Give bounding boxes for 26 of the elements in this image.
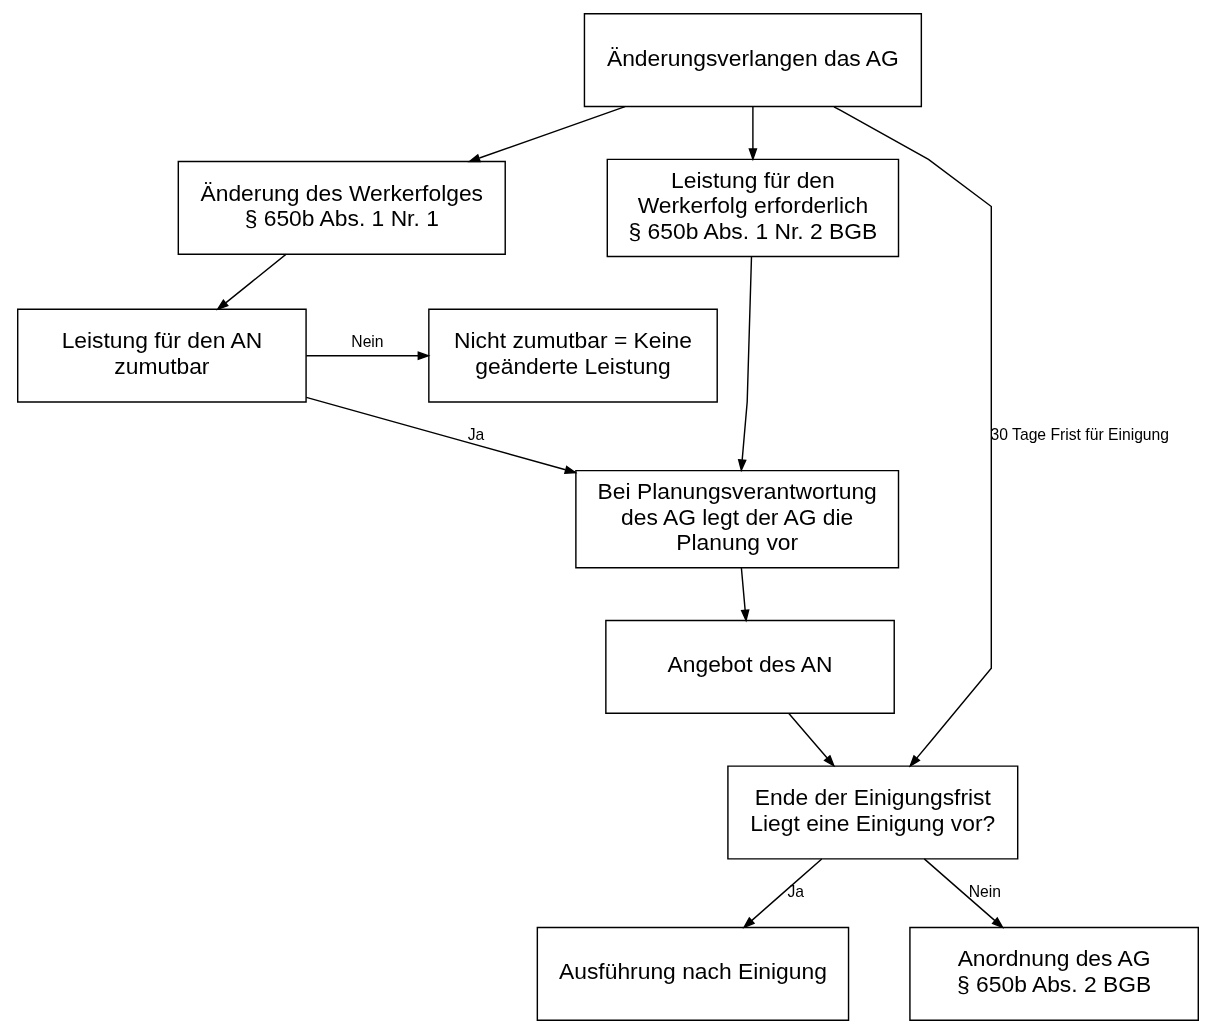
arrow: [305, 351, 430, 361]
arrow: [466, 105, 626, 163]
edge-label: Nein: [968, 883, 1001, 901]
node-box: Änderungsverlangen das AG: [583, 13, 922, 108]
arrow: [305, 396, 578, 475]
arrow: [742, 858, 822, 929]
arrow: [215, 253, 287, 311]
edge-label: 30 Tage Frist für Einigung: [990, 426, 1169, 444]
arrow: [740, 567, 750, 623]
arrow: [787, 712, 835, 768]
node-box: Leistung für den Werkerfolg erforderlich § 650b Abs. 1 Nr. 2 BGB: [606, 158, 899, 258]
node-box: Nicht zumutbar = Keine geänderte Leistung: [427, 308, 718, 403]
node-box: Anordnung des AG § 650b Abs. 2 BGB: [908, 926, 1199, 1021]
node-box: Ende der Einigungsfrist Liegt eine Einigung vor?: [726, 765, 1018, 860]
node-box: Leistung für den AN zumutbar: [16, 308, 307, 403]
arrow: [737, 255, 752, 473]
arrow: [832, 106, 992, 768]
edge-label: Ja: [786, 883, 804, 901]
edge-label: Ja: [467, 426, 484, 444]
node-box: Ausführung nach Einigung: [536, 926, 849, 1021]
arrow: [923, 858, 1004, 929]
node-box: Angebot des AN: [604, 619, 895, 714]
node-box: Bei Planungsverantwortung des AG legt der AG die Planung vor: [574, 469, 899, 569]
arrow: [747, 105, 757, 162]
edge-label: Nein: [350, 332, 384, 350]
node-box: Änderung des Werkerfolges § 650b Abs. 1 Nr. 1: [177, 160, 506, 256]
